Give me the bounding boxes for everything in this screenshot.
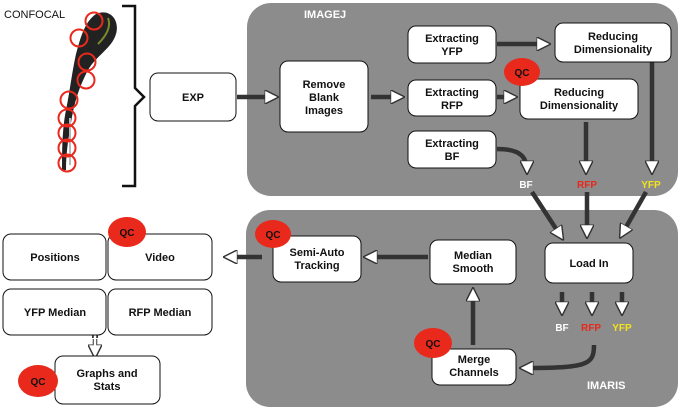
svg-text:Video: Video bbox=[145, 252, 175, 264]
svg-text:Remove: Remove bbox=[303, 79, 346, 91]
svg-text:Images: Images bbox=[305, 105, 343, 117]
qc-badge-tracking: QC bbox=[255, 220, 291, 248]
yfp-median-box[interactable]: YFP Median bbox=[2, 288, 107, 336]
qc-badge-merge: QC bbox=[414, 328, 452, 358]
remove-blank-images-box[interactable]: Remove Blank Images bbox=[279, 60, 369, 133]
svg-text:Extracting: Extracting bbox=[425, 87, 479, 99]
graphs-and-stats-box[interactable]: Graphs and Stats bbox=[54, 355, 161, 405]
svg-text:Positions: Positions bbox=[30, 252, 80, 264]
svg-text:QC: QC bbox=[266, 230, 281, 241]
svg-text:BF: BF bbox=[445, 151, 460, 163]
svg-text:Graphs and: Graphs and bbox=[76, 368, 137, 380]
positions-box[interactable]: Positions bbox=[2, 233, 107, 281]
svg-text:Dimensionality: Dimensionality bbox=[574, 44, 653, 56]
qc-badge-video: QC bbox=[108, 217, 146, 247]
svg-text:QC: QC bbox=[31, 377, 46, 388]
svg-text:Smooth: Smooth bbox=[453, 263, 494, 275]
bracket bbox=[122, 4, 146, 188]
svg-text:Tracking: Tracking bbox=[294, 260, 339, 272]
arrows bbox=[95, 44, 652, 368]
svg-text:Load In: Load In bbox=[569, 258, 608, 270]
svg-text:YFP: YFP bbox=[441, 46, 462, 58]
extracting-bf-box[interactable]: Extracting BF bbox=[407, 130, 497, 169]
rfp-label-top: RFP bbox=[577, 180, 597, 191]
svg-text:Semi-Auto: Semi-Auto bbox=[290, 247, 345, 259]
qc-badge-graphs: QC bbox=[18, 365, 58, 397]
confocal-image bbox=[57, 11, 117, 173]
bf-label-top: BF bbox=[519, 180, 532, 191]
svg-text:Reducing: Reducing bbox=[588, 31, 638, 43]
extracting-rfp-box[interactable]: Extracting RFP bbox=[407, 79, 497, 117]
exp-box[interactable]: EXP bbox=[149, 72, 237, 122]
qc-badge-reducing: QC bbox=[504, 58, 540, 86]
rfp-label-bottom: RFP bbox=[581, 323, 601, 334]
imagej-title: IMAGEJ bbox=[304, 9, 346, 21]
bf-label-bottom: BF bbox=[555, 323, 568, 334]
semi-auto-tracking-box[interactable]: Semi-Auto Tracking bbox=[272, 235, 362, 283]
svg-text:RFP Median: RFP Median bbox=[129, 307, 192, 319]
yfp-label-top: YFP bbox=[641, 180, 661, 191]
imaris-title: IMARIS bbox=[587, 380, 626, 392]
svg-text:Blank: Blank bbox=[309, 92, 340, 104]
yfp-label-bottom: YFP bbox=[612, 323, 632, 334]
svg-text:YFP Median: YFP Median bbox=[24, 307, 86, 319]
reducing-dimensionality-box-1[interactable]: Reducing Dimensionality bbox=[554, 22, 672, 63]
rfp-median-box[interactable]: RFP Median bbox=[107, 288, 213, 336]
load-in-box[interactable]: Load In bbox=[544, 242, 634, 284]
svg-text:Dimensionality: Dimensionality bbox=[540, 100, 619, 112]
svg-text:QC: QC bbox=[515, 68, 530, 79]
merge-channels-box[interactable]: Merge Channels bbox=[431, 348, 517, 386]
svg-text:EXP: EXP bbox=[182, 92, 204, 104]
svg-text:Reducing: Reducing bbox=[554, 87, 604, 99]
median-smooth-box[interactable]: Median Smooth bbox=[429, 239, 517, 285]
svg-text:Stats: Stats bbox=[94, 381, 121, 393]
svg-text:QC: QC bbox=[120, 228, 135, 239]
extracting-yfp-box[interactable]: Extracting YFP bbox=[407, 25, 497, 64]
svg-text:Extracting: Extracting bbox=[425, 33, 479, 45]
confocal-title: CONFOCAL bbox=[4, 9, 65, 21]
reducing-dimensionality-box-2[interactable]: Reducing Dimensionality bbox=[519, 78, 639, 120]
svg-text:QC: QC bbox=[426, 339, 441, 350]
svg-text:Median: Median bbox=[454, 250, 492, 262]
svg-text:Merge: Merge bbox=[458, 354, 490, 366]
svg-text:RFP: RFP bbox=[441, 100, 463, 112]
svg-text:Extracting: Extracting bbox=[425, 138, 479, 150]
svg-text:Channels: Channels bbox=[449, 367, 499, 379]
